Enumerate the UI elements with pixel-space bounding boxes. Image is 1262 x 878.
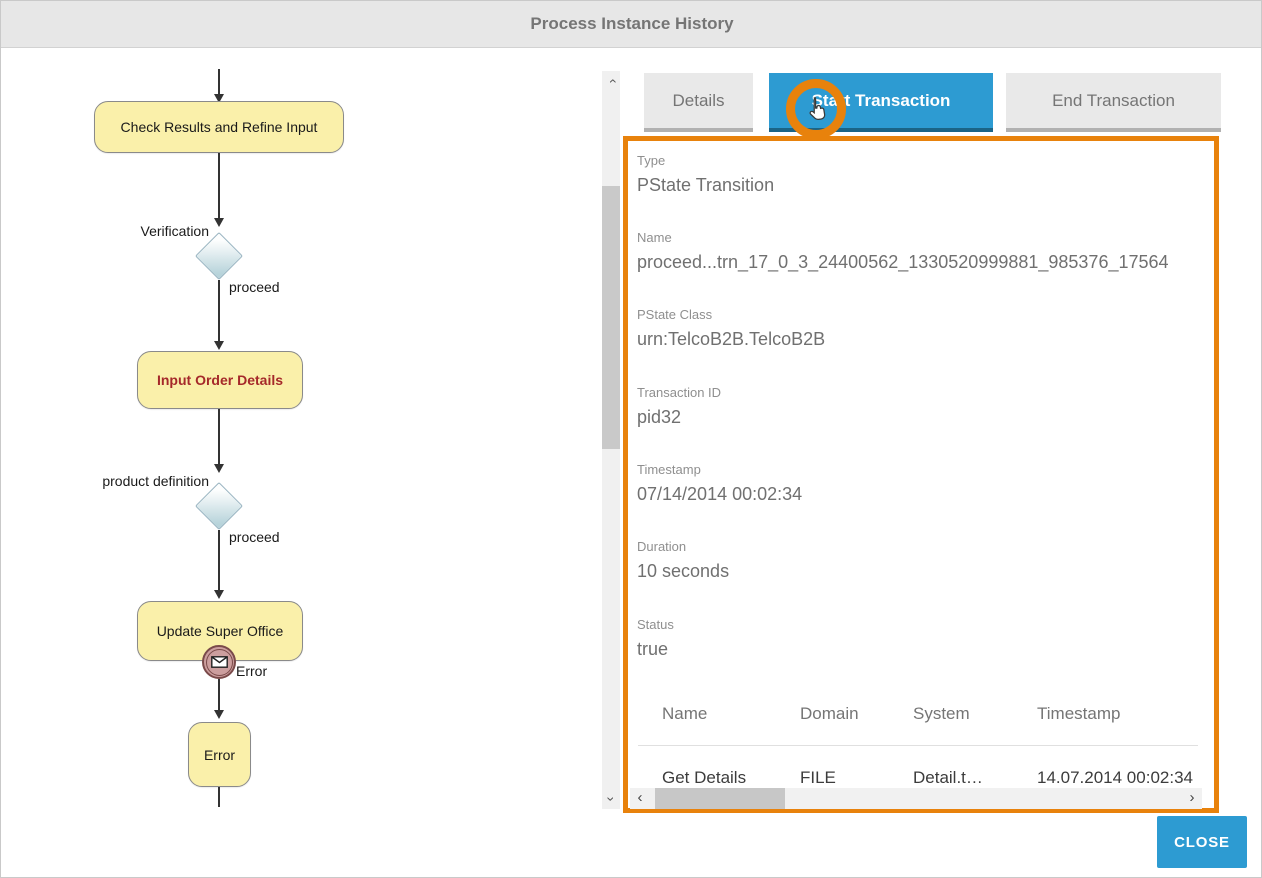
column-header-name: Name xyxy=(662,704,708,723)
chevron-right-icon: › xyxy=(1189,789,1195,806)
field-value: proceed...trn_17_0_3_24400562_1330520999… xyxy=(637,252,1169,272)
field-timestamp: Timestamp 07/14/2014 00:02:34 xyxy=(637,462,1212,504)
cell-domain: FILE xyxy=(800,768,836,787)
scroll-left-button[interactable]: ‹ xyxy=(632,788,648,809)
field-label: PState Class xyxy=(637,307,713,322)
dialog-title: Process Instance History xyxy=(530,14,734,33)
gateway-product-definition[interactable] xyxy=(194,481,244,531)
chevron-left-icon: ‹ xyxy=(637,789,643,806)
close-button[interactable]: CLOSE xyxy=(1157,816,1247,868)
horizontal-scrollbar-thumb[interactable] xyxy=(655,788,785,809)
gateway-label-verification: Verification xyxy=(140,223,209,239)
field-label: Status xyxy=(637,617,674,632)
field-label: Name xyxy=(637,230,672,245)
scroll-down-button[interactable]: › xyxy=(602,791,620,807)
field-pstate-class: PState Class urn:TelcoB2B.TelcoB2B xyxy=(637,307,1212,349)
tab-label: Details xyxy=(672,90,725,110)
arrowhead-icon xyxy=(214,590,224,599)
field-name: Name proceed...trn_17_0_3_24400562_13305… xyxy=(637,230,1212,272)
scroll-up-button[interactable]: › xyxy=(602,73,620,89)
flow-edge xyxy=(218,679,220,710)
arrowhead-icon xyxy=(214,218,224,227)
edge-label-proceed: proceed xyxy=(229,529,280,545)
event-inner-ring xyxy=(205,648,233,676)
field-label: Transaction ID xyxy=(637,385,722,400)
flow-edge xyxy=(218,69,220,96)
flow-node-label: Error xyxy=(203,746,236,763)
field-value: 10 seconds xyxy=(637,561,730,581)
field-transaction-id: Transaction ID pid32 xyxy=(637,385,1212,427)
scroll-right-button[interactable]: › xyxy=(1184,788,1200,809)
cell-name: Get Details xyxy=(662,768,747,787)
dialog-header: Process Instance History xyxy=(1,1,1261,48)
flow-node-check-results[interactable]: Check Results and Refine Input xyxy=(94,101,344,153)
tab-label: Start Transaction xyxy=(811,90,951,110)
gateway-label-product-definition: product definition xyxy=(102,473,209,489)
tab-details[interactable]: Details xyxy=(644,73,753,132)
transaction-detail-panel: Type PState Transition Name proceed...tr… xyxy=(623,136,1219,813)
gateway-verification[interactable] xyxy=(194,231,244,281)
horizontal-scrollbar[interactable]: ‹ › xyxy=(630,788,1202,809)
chevron-down-icon: › xyxy=(602,796,619,802)
boundary-event-label: Error xyxy=(236,663,268,679)
field-label: Duration xyxy=(637,539,687,554)
column-header-domain: Domain xyxy=(800,704,859,723)
flow-node-input-order-details[interactable]: Input Order Details xyxy=(137,351,303,409)
tab-label: End Transaction xyxy=(1052,90,1175,110)
tab-end-transaction[interactable]: End Transaction xyxy=(1006,73,1221,132)
field-duration: Duration 10 seconds xyxy=(637,539,1212,581)
error-boundary-event[interactable] xyxy=(202,645,236,679)
flow-node-label: Input Order Details xyxy=(156,372,284,388)
flow-edge xyxy=(218,409,220,464)
vertical-scrollbar[interactable]: › › xyxy=(602,71,620,809)
flow-node-label: Check Results and Refine Input xyxy=(120,119,318,135)
arrowhead-icon xyxy=(214,341,224,350)
field-label: Type xyxy=(637,153,666,168)
column-header-system: System xyxy=(913,704,970,723)
vertical-scrollbar-thumb[interactable] xyxy=(602,186,620,449)
table-divider xyxy=(638,745,1198,746)
flow-edge xyxy=(218,530,220,590)
arrowhead-icon xyxy=(214,710,224,719)
flow-edge xyxy=(218,787,220,807)
edge-label-proceed: proceed xyxy=(229,279,280,295)
flow-node-label: Update Super Office xyxy=(156,623,284,639)
flow-edge xyxy=(218,280,220,341)
cell-system: Detail.t… xyxy=(913,768,983,787)
field-value: pid32 xyxy=(637,407,682,427)
tab-start-transaction[interactable]: Start Transaction xyxy=(769,73,993,132)
field-value: urn:TelcoB2B.TelcoB2B xyxy=(637,329,826,349)
field-value: true xyxy=(637,639,669,659)
envelope-icon xyxy=(210,656,228,668)
arrowhead-icon xyxy=(214,464,224,473)
flow-edge xyxy=(218,153,220,218)
field-label: Timestamp xyxy=(637,462,701,477)
field-status: Status true xyxy=(637,617,1212,659)
chevron-up-icon: › xyxy=(602,78,619,84)
field-type: Type PState Transition xyxy=(637,153,1212,195)
column-header-timestamp: Timestamp xyxy=(1037,704,1121,723)
field-value: PState Transition xyxy=(637,175,775,195)
flow-node-error[interactable]: Error xyxy=(188,722,251,787)
arrowhead-icon xyxy=(214,94,224,103)
cell-timestamp: 14.07.2014 00:02:34 xyxy=(1037,768,1193,787)
field-value: 07/14/2014 00:02:34 xyxy=(637,484,803,504)
